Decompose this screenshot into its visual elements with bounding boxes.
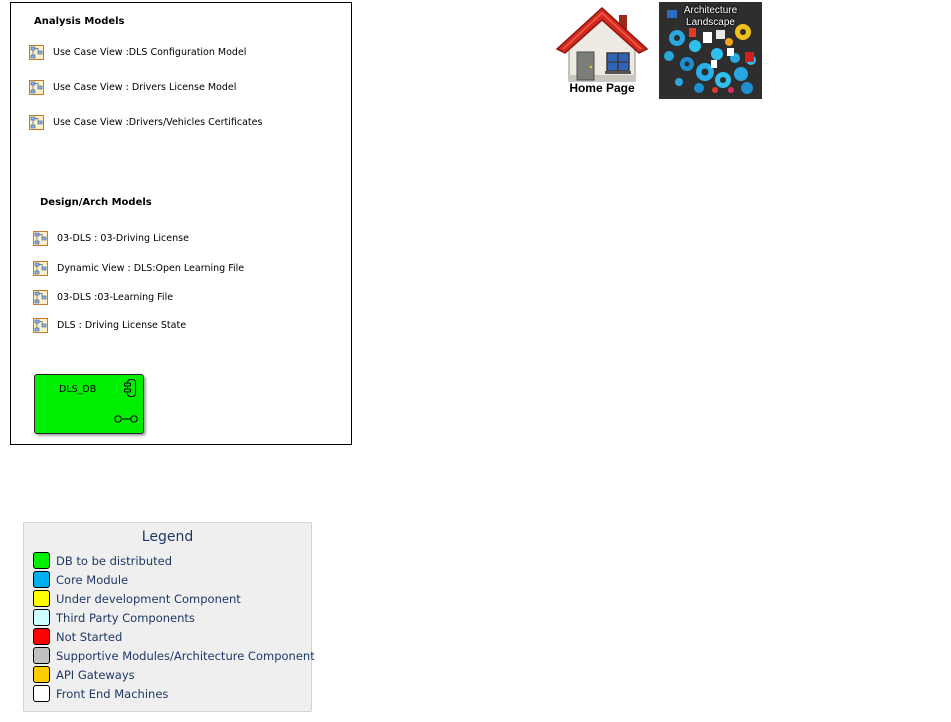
design-diagram-link[interactable]: 03-DLS :03-Learning File bbox=[33, 289, 173, 305]
legend-item: Supportive Modules/Architecture Componen… bbox=[33, 647, 315, 664]
legend-swatch bbox=[33, 571, 50, 588]
architecture-label-line2: Landscape bbox=[686, 17, 735, 28]
legend-item: Not Started bbox=[33, 628, 122, 645]
home-page-link[interactable]: Home Page bbox=[555, 5, 649, 97]
diagram-label: 03-DLS : 03-Driving License bbox=[57, 232, 189, 244]
home-page-label: Home Page bbox=[569, 81, 635, 95]
gears-collage-icon bbox=[659, 2, 762, 99]
legend-swatch bbox=[33, 628, 50, 645]
diagram-icon bbox=[33, 289, 48, 305]
legend-item: DB to be distributed bbox=[33, 552, 172, 569]
legend-item: Under development Component bbox=[33, 590, 241, 607]
legend-label: Third Party Components bbox=[56, 610, 195, 625]
analysis-diagram-link[interactable]: Use Case View : Drivers License Model bbox=[29, 79, 236, 95]
legend: Legend DB to be distributed Core Module … bbox=[23, 522, 315, 712]
diagram-icon bbox=[29, 44, 44, 60]
legend-label: API Gateways bbox=[56, 667, 135, 682]
interface-link-icon bbox=[114, 415, 138, 423]
dls-db-component[interactable]: DLS_DB bbox=[34, 374, 144, 434]
diagram-icon bbox=[29, 114, 44, 130]
legend-swatch bbox=[33, 609, 50, 626]
dls-db-label: DLS_DB bbox=[59, 384, 97, 395]
architecture-label-line1: Architecture bbox=[683, 5, 738, 16]
legend-label: Under development Component bbox=[56, 591, 241, 606]
diagram-label: 03-DLS :03-Learning File bbox=[57, 291, 174, 303]
legend-swatch bbox=[33, 666, 50, 683]
design-diagram-link[interactable]: DLS : Driving License State bbox=[33, 317, 186, 333]
analysis-diagram-link[interactable]: Use Case View :DLS Configuration Model bbox=[29, 44, 246, 60]
legend-label: DB to be distributed bbox=[56, 553, 173, 568]
diagram-icon bbox=[33, 317, 48, 333]
diagram-icon bbox=[29, 79, 44, 95]
analysis-diagram-link[interactable]: Use Case View :Drivers/Vehicles Certific… bbox=[29, 114, 262, 130]
legend-swatch bbox=[33, 685, 50, 702]
diagram-label: Use Case View :DLS Configuration Model bbox=[53, 46, 247, 58]
legend-label: Front End Machines bbox=[56, 686, 169, 701]
models-package-frame: Analysis Models Use Case View :DLS Confi… bbox=[10, 2, 352, 445]
design-diagram-link[interactable]: Dynamic View : DLS:Open Learning File bbox=[33, 260, 244, 276]
legend-swatch bbox=[33, 590, 50, 607]
legend-item: Core Module bbox=[33, 571, 128, 588]
diagram-label: Dynamic View : DLS:Open Learning File bbox=[57, 262, 245, 274]
legend-swatch bbox=[33, 647, 50, 664]
legend-label: Not Started bbox=[56, 629, 123, 644]
analysis-models-title: Analysis Models bbox=[34, 16, 125, 27]
design-diagram-link[interactable]: 03-DLS : 03-Driving License bbox=[33, 230, 189, 246]
diagram-icon bbox=[33, 230, 48, 246]
diagram-label: Use Case View : Drivers License Model bbox=[53, 81, 237, 93]
component-icon bbox=[124, 379, 136, 397]
diagram-label: Use Case View :Drivers/Vehicles Certific… bbox=[53, 116, 263, 128]
diagram-icon bbox=[33, 260, 48, 276]
legend-label: Core Module bbox=[56, 572, 129, 587]
legend-label: Supportive Modules/Architecture Componen… bbox=[56, 648, 315, 663]
design-models-title: Design/Arch Models bbox=[40, 197, 152, 208]
house-icon bbox=[555, 6, 649, 82]
legend-item: Third Party Components bbox=[33, 609, 195, 626]
legend-title: Legend bbox=[141, 529, 194, 545]
legend-item: Front End Machines bbox=[33, 685, 168, 702]
diagram-label: DLS : Driving License State bbox=[57, 319, 187, 331]
legend-swatch bbox=[33, 552, 50, 569]
legend-item: API Gateways bbox=[33, 666, 135, 683]
architecture-landscape-link[interactable]: Architecture Landscape bbox=[659, 2, 762, 99]
